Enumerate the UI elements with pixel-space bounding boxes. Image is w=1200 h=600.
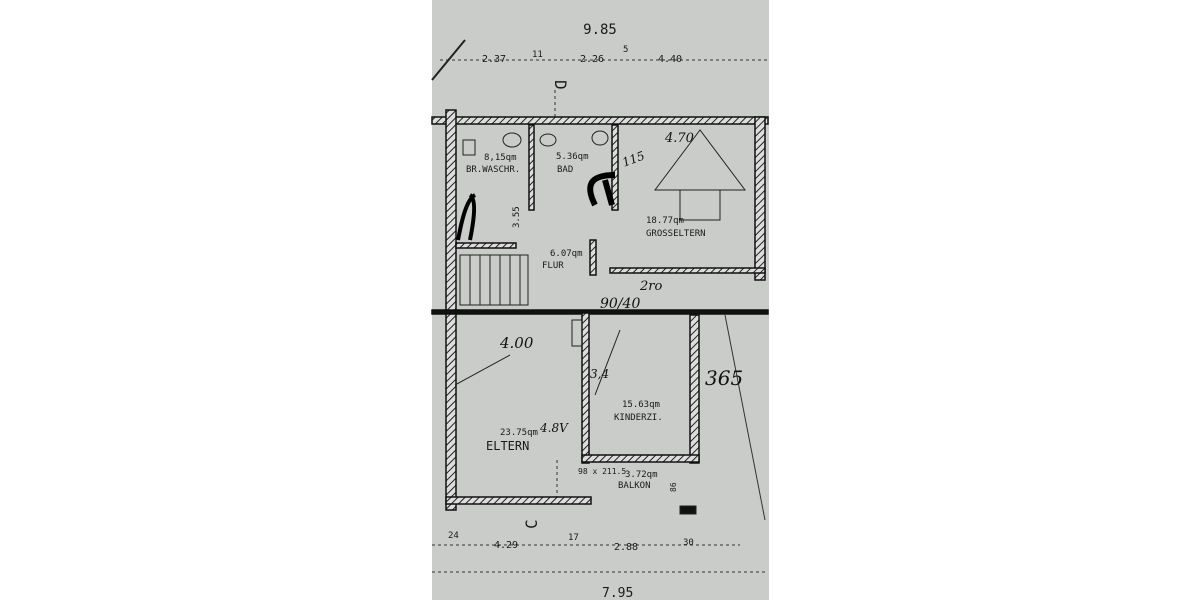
dimension-label: 4.29 [494, 540, 518, 551]
door-swing-icon [454, 354, 511, 386]
stair-top-wall [455, 242, 517, 249]
dimension-label: 4.40 [658, 54, 682, 65]
room-area-waschr: 8,15qm [484, 153, 517, 163]
flur-wall [589, 239, 597, 276]
dimension-label: 3.55 [512, 206, 522, 228]
handwritten-note: 4.00 [499, 334, 534, 352]
dimension-label: 17 [568, 533, 579, 543]
handwritten-note: 4.8V [539, 421, 569, 435]
handwritten-note: 4.70 [664, 131, 694, 146]
right-wall-grosseltern [754, 116, 766, 281]
drain-icon [679, 505, 697, 515]
dimension-label: 5 [623, 45, 628, 55]
dimension-label: 86 [669, 482, 678, 492]
room-name-bad: BAD [557, 165, 573, 175]
marker-stroke [587, 172, 616, 207]
fixtures [454, 129, 746, 515]
room-area-bad: 5.36qm [556, 152, 589, 162]
room-name-flur: FLUR [542, 261, 564, 271]
balcony-edge [724, 314, 766, 521]
hall-wall [431, 309, 769, 315]
bad-waschr-wall [528, 124, 535, 211]
staircase [459, 254, 529, 306]
handwritten-note: 90/40 [600, 296, 640, 312]
top-wall [431, 116, 769, 125]
sink-icon [502, 132, 522, 148]
handwritten-note: 365 [705, 366, 743, 390]
dimension-label: 11 [532, 50, 543, 60]
handwritten-note: 3,4 [590, 367, 609, 381]
dimension-label: 24 [448, 531, 459, 541]
chimney-icon [571, 319, 583, 347]
room-name-kinderzi: KINDERZI. [614, 413, 663, 423]
toilet-icon [539, 133, 557, 147]
kinderzi-right-wall [689, 314, 700, 464]
kinderzi-bottom-wall [581, 454, 700, 463]
door-swing-icon [594, 329, 621, 396]
handwritten-note: 2ro [639, 279, 662, 294]
section-marker-bottom: C [522, 519, 541, 529]
dimension-label: 2.26 [580, 54, 604, 65]
room-name-grosseltern: GROSSELTERN [646, 229, 706, 239]
room-name-eltern: ELTERN [486, 439, 529, 453]
section-marker-top: D [551, 80, 570, 90]
room-name-waschr: BR.WASCHR. [466, 165, 520, 175]
bed-icon [679, 189, 721, 221]
overall-width-bottom: 7.95 [602, 586, 633, 600]
overall-width-top: 9.85 [583, 22, 617, 38]
dimension-label: 2.88 [614, 542, 638, 553]
dimension-label: 2.37 [482, 54, 506, 65]
room-name-balkon: BALKON [618, 481, 651, 491]
dimension-label: 30 [683, 538, 694, 548]
dimension-lines [432, 59, 768, 573]
eltern-bottom-wall [445, 496, 592, 505]
sink-icon [591, 130, 609, 146]
walls [431, 109, 769, 511]
handwritten-note: 98 x 211.5 [578, 467, 626, 476]
room-area-grosseltern: 18.77qm [646, 216, 684, 226]
marker-stroke [456, 193, 477, 241]
eltern-kinderzi-wall [581, 312, 590, 464]
room-area-flur: 6.07qm [550, 249, 583, 259]
room-area-balkon: 3.72qm [625, 470, 658, 480]
washer-icon [462, 139, 476, 156]
bad-grosseltern-wall [611, 124, 619, 211]
grosseltern-bottom-wall [609, 267, 766, 274]
room-area-kinderzi: 15.63qm [622, 400, 660, 410]
room-area-eltern: 23.75qm [500, 428, 538, 438]
dimension-tick [431, 39, 466, 81]
